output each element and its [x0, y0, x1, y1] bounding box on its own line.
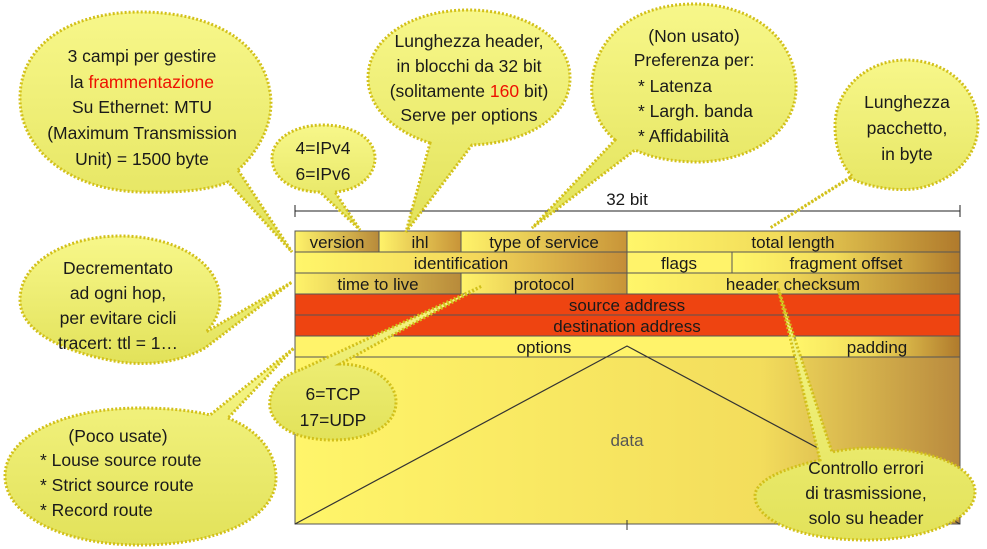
- ttl-line4: tracert: ttl = 1…: [58, 333, 178, 353]
- label-time-to-live: time to live: [337, 275, 418, 294]
- proto-line1: 6=TCP: [306, 384, 361, 404]
- ihl-line3: (solitamente 160 bit): [390, 81, 549, 101]
- tl-line1: Lunghezza: [864, 92, 950, 112]
- callout-bubbles: [3, 2, 980, 547]
- tos-line5: * Affidabilità: [638, 126, 729, 146]
- frag-line5: Unit) = 1500 byte: [75, 149, 209, 169]
- frag-line1: 3 campi per gestire: [68, 46, 217, 66]
- chk-line1: Controllo errori: [808, 458, 924, 478]
- opt-line3: * Strict source route: [40, 475, 194, 495]
- opt-line2: * Louse source route: [40, 450, 202, 470]
- label-fragment-offset: fragment offset: [789, 254, 902, 273]
- label-version: version: [310, 233, 365, 252]
- bubble-fragmentation: [18, 10, 294, 254]
- bubble-options: [3, 346, 296, 547]
- bubble-ttl: [18, 234, 293, 365]
- version-line1: 4=IPv4: [296, 138, 351, 158]
- label-destination-address: destination address: [553, 317, 700, 336]
- label-options: options: [517, 338, 572, 357]
- opt-line1: (Poco usate): [68, 426, 167, 446]
- ihl-highlight: 160: [490, 81, 519, 101]
- frag-line3: Su Ethernet: MTU: [72, 97, 212, 117]
- bubble-ihl: [366, 8, 572, 233]
- label-padding: padding: [847, 338, 908, 357]
- bubble-tos: [530, 2, 798, 230]
- label-protocol: protocol: [514, 275, 574, 294]
- opt-line4: * Record route: [40, 500, 153, 520]
- label-header-checksum: header checksum: [726, 275, 860, 294]
- ttl-line1: Decrementato: [63, 258, 173, 278]
- proto-line2: 17=UDP: [300, 410, 367, 430]
- bubble-protocol: [268, 284, 483, 442]
- frag-line4: (Maximum Transmission: [47, 123, 237, 143]
- bubble-total-length: [769, 58, 980, 230]
- label-total-length: total length: [751, 233, 834, 252]
- chk-line2: di trasmissione,: [805, 483, 927, 503]
- label-identification: identification: [414, 254, 509, 273]
- tl-line2: pacchetto,: [867, 118, 948, 138]
- ttl-line2: ad ogni hop,: [70, 283, 166, 303]
- tos-line4: * Largh. banda: [638, 101, 753, 121]
- frag-highlight: frammentazione: [89, 72, 214, 92]
- label-flags: flags: [661, 254, 697, 273]
- label-type-of-service: type of service: [489, 233, 599, 252]
- ttl-line3: per evitare cicli: [60, 308, 177, 328]
- bubble-texts: 3 campi per gestire la frammentazione Su…: [40, 26, 950, 528]
- label-ihl: ihl: [411, 233, 428, 252]
- bubble-version: [270, 123, 377, 232]
- chk-line3: solo su header: [809, 508, 924, 528]
- bit-ruler: [294, 205, 961, 217]
- tos-line3: * Latenza: [638, 76, 712, 96]
- ihl-line4: Serve per options: [400, 105, 537, 125]
- frag-line2: la frammentazione: [70, 72, 214, 92]
- label-data: data: [610, 431, 644, 450]
- version-line2: 6=IPv6: [296, 164, 351, 184]
- tos-line2: Preferenza per:: [634, 50, 755, 70]
- bubble-checksum: [753, 287, 977, 542]
- tl-line3: in byte: [881, 144, 933, 164]
- tos-line1: (Non usato): [648, 26, 739, 46]
- field-labels: version ihl type of service total length…: [310, 233, 908, 450]
- label-source-address: source address: [569, 296, 685, 315]
- ihl-line1: Lunghezza header,: [395, 31, 544, 51]
- ihl-line2: in blocchi da 32 bit: [397, 56, 542, 76]
- ruler-label: 32 bit: [606, 190, 648, 209]
